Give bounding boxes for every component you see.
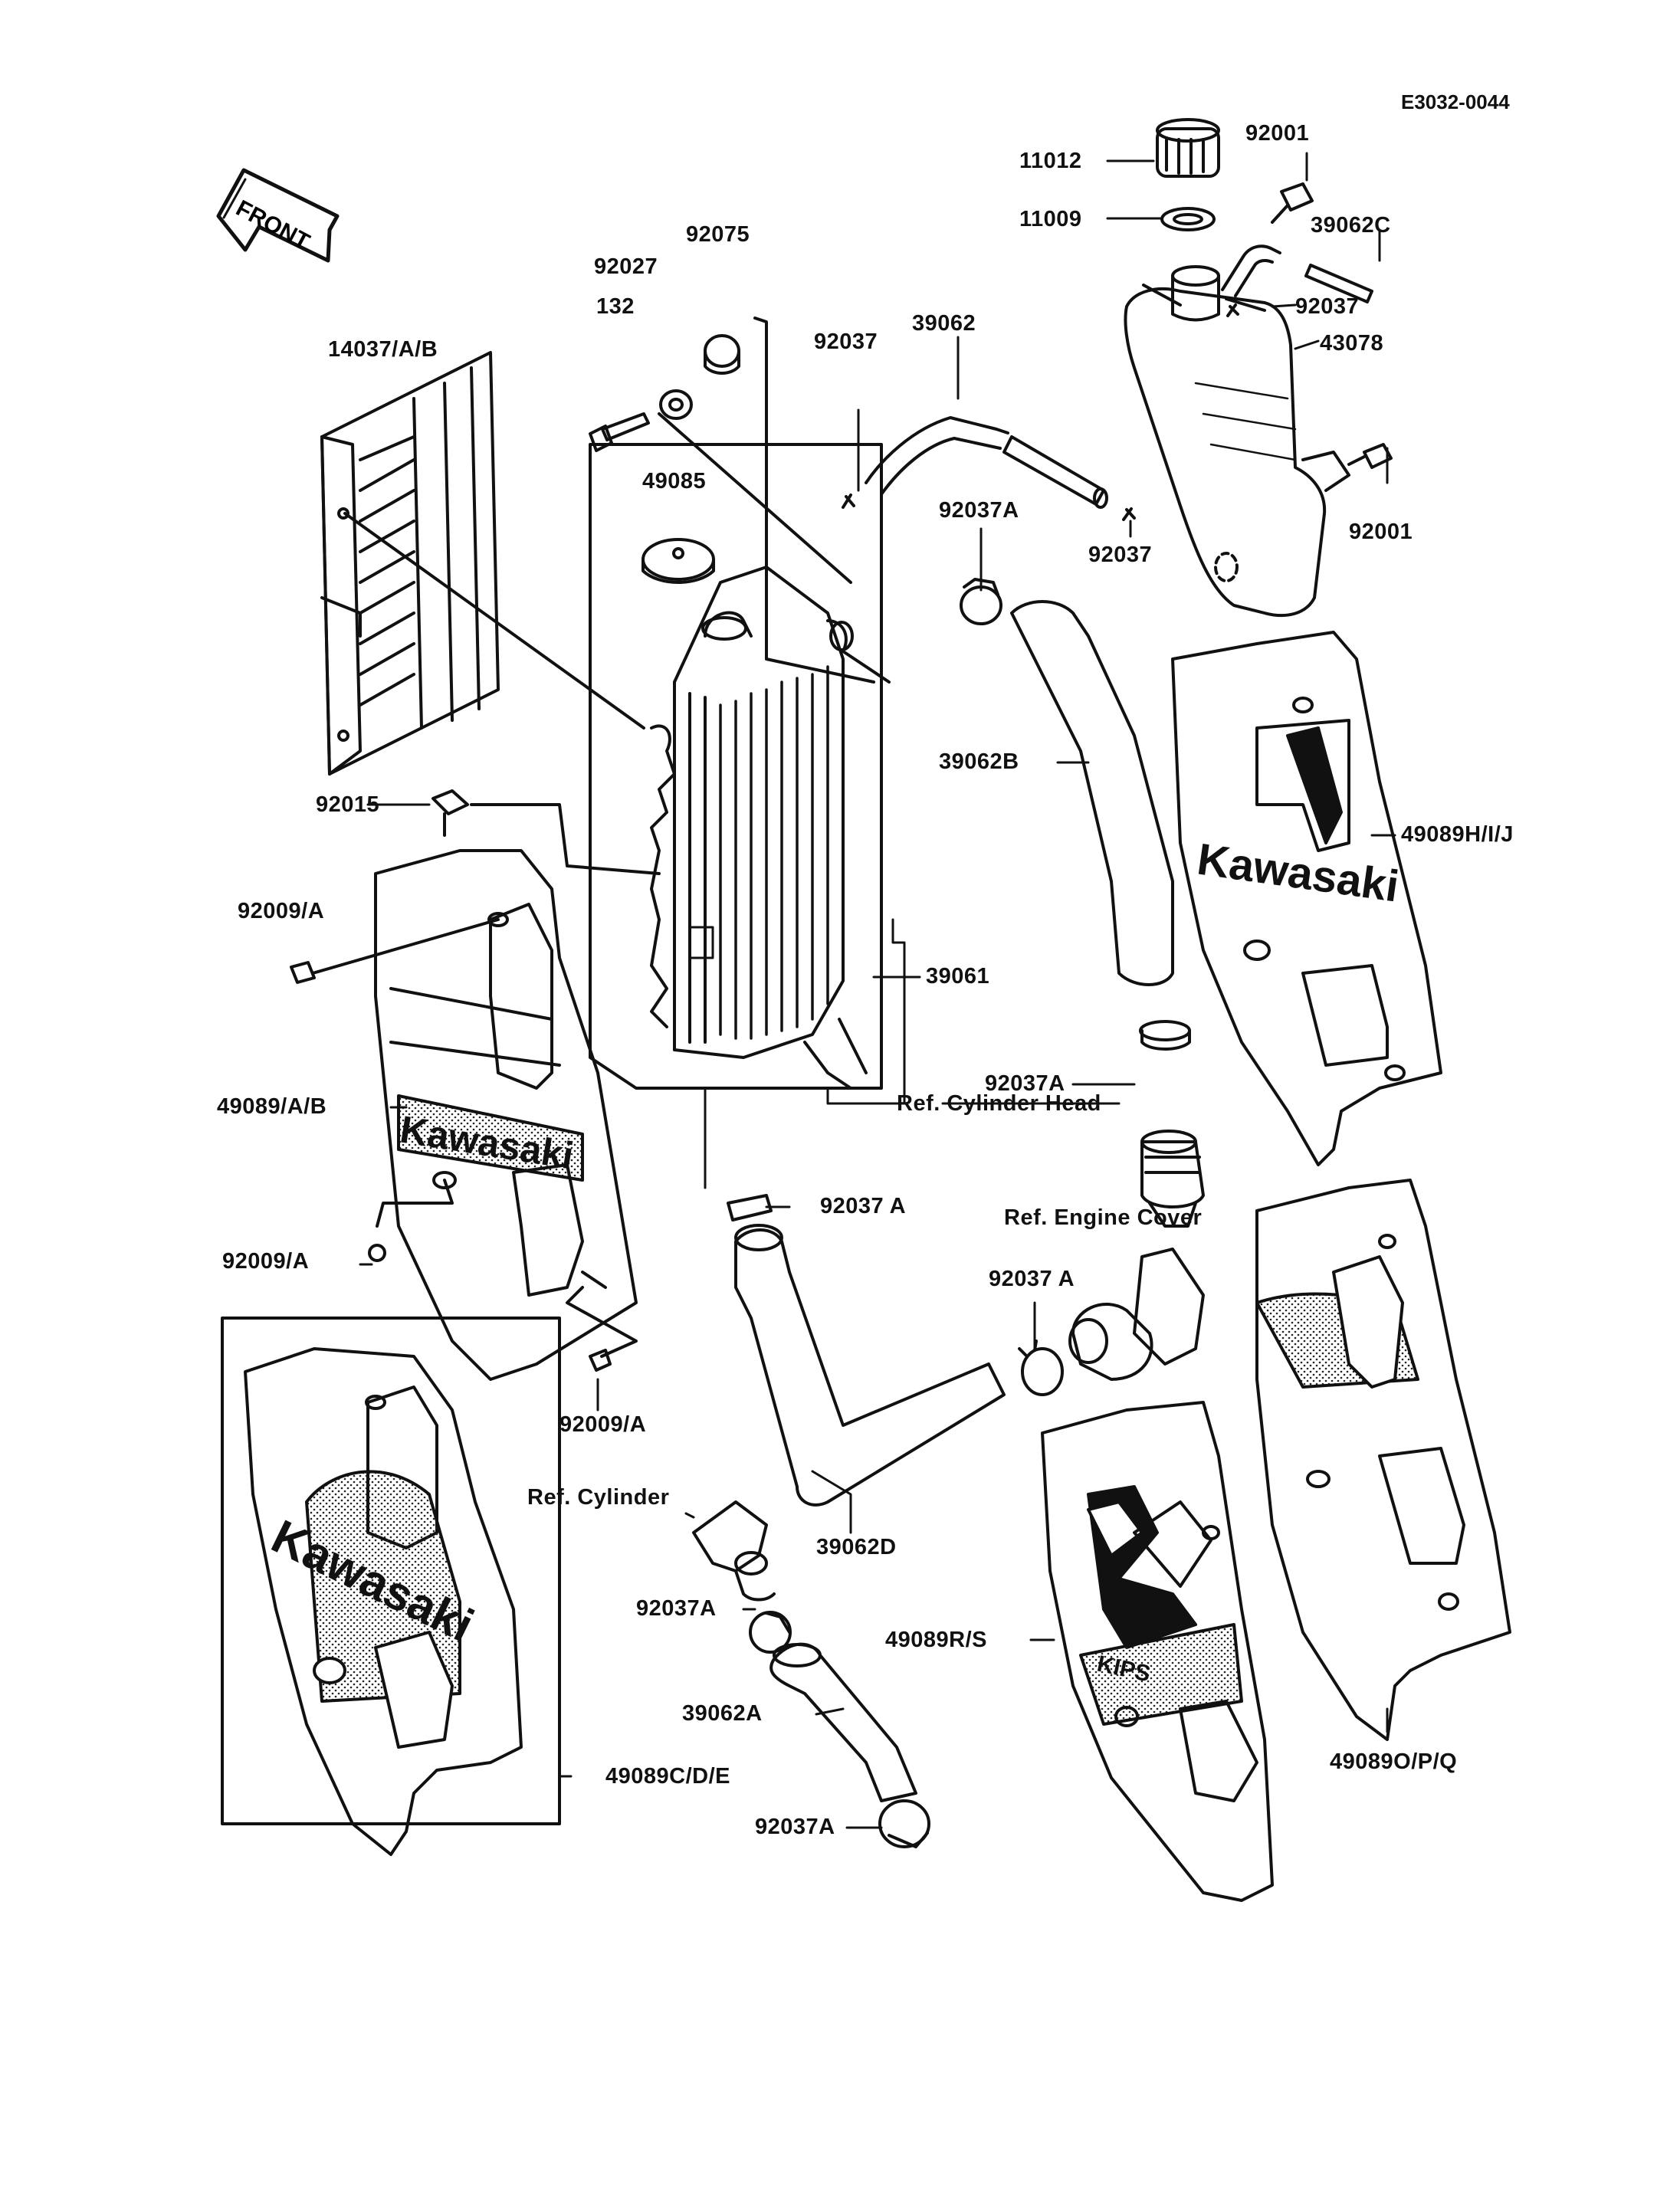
label-39061: 39061 — [926, 964, 990, 989]
ref-cylinder-fitting — [692, 1500, 776, 1602]
leader-14037 — [343, 512, 645, 730]
label-39062B: 39062B — [939, 749, 1019, 774]
shroud-49089HIJ — [1171, 631, 1442, 1166]
label-92037A: 92037A — [636, 1596, 717, 1621]
shroud-cde-frame — [221, 1317, 561, 1825]
shroud-49089RS — [1041, 1401, 1274, 1902]
label-ref-engine-cover: Ref. Engine Cover — [1004, 1205, 1203, 1230]
label-92015: 92015 — [316, 792, 380, 817]
label-39062: 39062 — [912, 311, 976, 336]
label-43078: 43078 — [1320, 331, 1384, 356]
label-92037: 92037 — [1088, 543, 1153, 567]
hose-39062 — [865, 416, 1108, 509]
ref-cylinder-head-fitting — [1140, 1130, 1205, 1228]
front-arrow-icon — [216, 168, 340, 263]
shroud-49089OPQ — [1255, 1179, 1511, 1741]
label-39062A: 39062A — [682, 1701, 763, 1726]
grommet-92075 — [704, 334, 740, 375]
fastener-92015 — [431, 789, 469, 837]
filler-cap-11012 — [1156, 118, 1220, 231]
label-11009: 11009 — [1019, 207, 1082, 231]
grille-14037 — [320, 351, 500, 776]
label-49089RS: 49089R/S — [885, 1628, 987, 1652]
label-92037A: 92037 A — [820, 1194, 907, 1218]
label-92001: 92001 — [1245, 121, 1310, 146]
label-49089OPQ: 49089O/P/Q — [1330, 1749, 1458, 1774]
label-92009A: 92009/A — [238, 899, 325, 923]
hose-39062D — [734, 1224, 1006, 1507]
label-92075: 92075 — [686, 222, 750, 247]
shroud-hij-brand: Kawasaki — [1194, 835, 1402, 912]
reserve-tank-43078 — [1124, 244, 1373, 618]
screw-92009A — [290, 918, 638, 1372]
label-14037: 14037/A/B — [328, 337, 438, 362]
label-92037: 92037 — [814, 330, 878, 354]
label-92037A: 92037A — [755, 1815, 835, 1839]
hose-39062B — [1010, 600, 1174, 986]
radiator-39061 — [589, 443, 891, 1090]
label-49089CDE: 49089C/D/E — [605, 1764, 730, 1789]
ref-engine-cover-fitting — [1068, 1248, 1205, 1381]
label-92009A: 92009/A — [222, 1249, 310, 1274]
label-92037A: 92037A — [939, 498, 1019, 523]
label-92037A: 92037 A — [989, 1267, 1075, 1291]
leader-92015 — [470, 803, 661, 875]
label-ref-cylinder-head: Ref. Cylinder Head — [897, 1091, 1101, 1116]
label-92009A: 92009/A — [559, 1412, 647, 1437]
label-11012: 11012 — [1019, 149, 1082, 173]
collar-92027 — [659, 389, 693, 420]
label-39062D: 39062D — [816, 1535, 897, 1559]
label-49085: 49085 — [642, 469, 707, 494]
leader-92027 — [658, 412, 852, 584]
label-92001: 92001 — [1349, 520, 1413, 544]
label-39062C: 39062C — [1311, 213, 1391, 238]
hose-39062A — [769, 1642, 917, 1802]
leader-92075 — [753, 316, 875, 684]
shroud-49089CDE — [244, 1347, 523, 1856]
shroud-49089AB — [374, 849, 638, 1381]
label-49089HIJ: 49089H/I/J — [1401, 822, 1514, 847]
diagram-id: E3032-0044 — [1401, 90, 1510, 113]
leader-lines — [359, 152, 1396, 1829]
clip-92037 — [842, 303, 1239, 521]
radiator-cap-49085 — [641, 538, 715, 584]
label-92027: 92027 — [594, 254, 658, 279]
label-92037: 92037 — [1295, 294, 1360, 319]
bolt-132 — [589, 412, 650, 452]
label-ref-cylinder: Ref. Cylinder — [527, 1485, 670, 1510]
bolt-92001 — [1271, 182, 1393, 469]
label-132: 132 — [596, 294, 635, 319]
label-49089AB: 49089/A/B — [217, 1094, 327, 1119]
label-92037A: 92037A — [985, 1071, 1065, 1096]
